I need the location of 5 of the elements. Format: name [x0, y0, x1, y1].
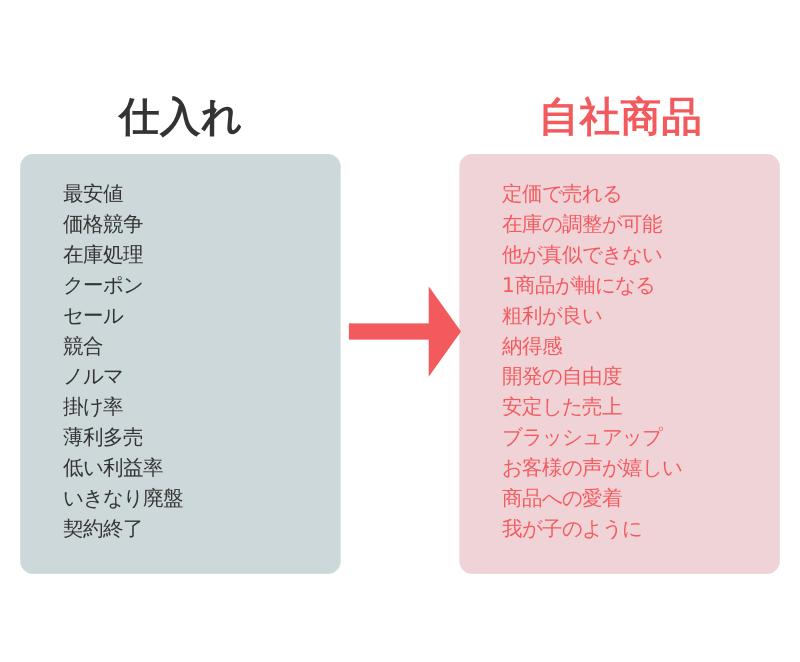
node-label: 仕入れ [119, 92, 244, 140]
node-box: 最安値 価格競争 在庫処理 クーポン セール 競合 ノルマ 掛け率 薄利多売 低い利益率 いきなり廃盤 契約終了 [20, 154, 341, 574]
node-label: 自社商品 [538, 92, 702, 140]
arrow [348, 286, 461, 376]
node-box: 定価で売れる 在庫の調整が可能 他が真似できない 1商品が軸になる 粗利が良い 納得感 開発の自由度 安定した売上 ブラッシュアップ お客様の声が嬉しい 商品への愛着 我が子のように [459, 154, 780, 574]
